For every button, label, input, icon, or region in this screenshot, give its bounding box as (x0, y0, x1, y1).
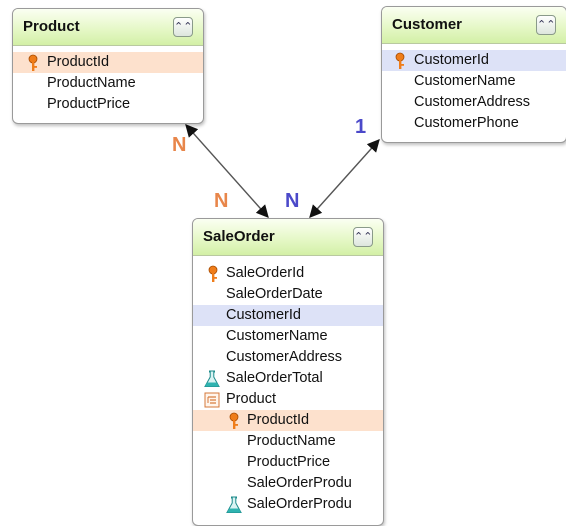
product-attr-productprice[interactable]: ProductPrice (13, 94, 203, 115)
attribute-name: ProductId (47, 54, 110, 70)
attribute-name: ProductName (247, 433, 336, 449)
customer-attr-customeraddress[interactable]: CustomerAddress (382, 92, 566, 113)
attribute-name: CustomerId (226, 307, 301, 323)
attribute-name: SaleOrderProdu (247, 475, 352, 491)
customer-attribute-list: CustomerId CustomerName CustomerAddress … (382, 44, 566, 134)
saleorder-entity-header[interactable]: SaleOrder ⌃⌃ (193, 219, 383, 256)
attribute-name: ProductId (247, 412, 310, 428)
attribute-name: ProductName (47, 75, 136, 91)
customer-attr-customername[interactable]: CustomerName (382, 71, 566, 92)
attribute-name: CustomerAddress (414, 94, 531, 110)
product-attribute-list: ProductId ProductName ProductPrice (13, 46, 203, 115)
key-icon (208, 265, 218, 282)
customer-entity[interactable]: Customer ⌃⌃ CustomerId CustomerName Cust… (381, 6, 566, 143)
customer-entity-header[interactable]: Customer ⌃⌃ (382, 7, 566, 44)
product-entity-header[interactable]: Product ⌃⌃ (13, 9, 203, 46)
attribute-name: ProductPrice (47, 96, 131, 112)
collapse-chevron-up-icon[interactable]: ⌃⌃ (536, 15, 556, 35)
saleorder-attr-customeraddress[interactable]: CustomerAddress (193, 347, 383, 368)
attribute-name: SaleOrderTotal (226, 370, 323, 386)
product-entity-title: Product (23, 18, 80, 35)
collapse-chevron-up-icon[interactable]: ⌃⌃ (173, 17, 193, 37)
attribute-name: SaleOrderId (226, 265, 305, 281)
collapse-chevron-up-icon[interactable]: ⌃⌃ (353, 227, 373, 247)
saleorder-attr-product-level[interactable]: Product (193, 389, 383, 410)
saleorder-attr-saleorderprodu[interactable]: SaleOrderProdu (193, 473, 383, 494)
attribute-name: CustomerName (414, 73, 516, 89)
attribute-name: CustomerAddress (226, 349, 343, 365)
saleorder-attr-saleordertotal[interactable]: SaleOrderTotal (193, 368, 383, 389)
saleorder-attr-saleorderprodu-formula[interactable]: SaleOrderProdu (193, 494, 383, 515)
attribute-name: SaleOrderDate (226, 286, 323, 302)
formula-flask-icon (226, 496, 242, 513)
product-attr-productid[interactable]: ProductId (13, 52, 203, 73)
formula-flask-icon (204, 370, 220, 387)
key-icon (395, 52, 405, 69)
saleorder-attr-customername[interactable]: CustomerName (193, 326, 383, 347)
key-icon (229, 412, 239, 429)
saleorder-attr-productid[interactable]: ProductId (193, 410, 383, 431)
customer-attr-customerid[interactable]: CustomerId (382, 50, 566, 71)
customer-attr-customerphone[interactable]: CustomerPhone (382, 113, 566, 134)
cardinality-saleorder-product-end: N (214, 190, 229, 212)
product-entity[interactable]: Product ⌃⌃ ProductId ProductName Product… (12, 8, 204, 124)
key-icon (28, 54, 38, 71)
saleorder-entity[interactable]: SaleOrder ⌃⌃ SaleOrderId SaleOrderDate C… (192, 218, 384, 526)
attribute-name: Product (226, 391, 276, 407)
saleorder-attr-productprice[interactable]: ProductPrice (193, 452, 383, 473)
customer-entity-title: Customer (392, 16, 463, 33)
attribute-name: CustomerPhone (414, 115, 519, 131)
product-attr-productname[interactable]: ProductName (13, 73, 203, 94)
attribute-name: CustomerId (414, 52, 489, 68)
subtype-level-icon (204, 392, 220, 408)
saleorder-attribute-list: SaleOrderId SaleOrderDate CustomerId Cus… (193, 256, 383, 515)
saleorder-attr-saleorderdate[interactable]: SaleOrderDate (193, 284, 383, 305)
product-saleorder-relation (185, 124, 269, 218)
attribute-name: SaleOrderProdu (247, 496, 352, 512)
cardinality-saleorder-customer-end: N (285, 190, 300, 212)
saleorder-attr-productname[interactable]: ProductName (193, 431, 383, 452)
customer-saleorder-relation (309, 139, 380, 218)
cardinality-customer-end: 1 (355, 116, 367, 138)
saleorder-attr-customerid[interactable]: CustomerId (193, 305, 383, 326)
attribute-name: CustomerName (226, 328, 328, 344)
cardinality-product-end: N (172, 134, 187, 156)
saleorder-entity-title: SaleOrder (203, 228, 275, 245)
attribute-name: ProductPrice (247, 454, 331, 470)
saleorder-attr-saleorderid[interactable]: SaleOrderId (193, 263, 383, 284)
